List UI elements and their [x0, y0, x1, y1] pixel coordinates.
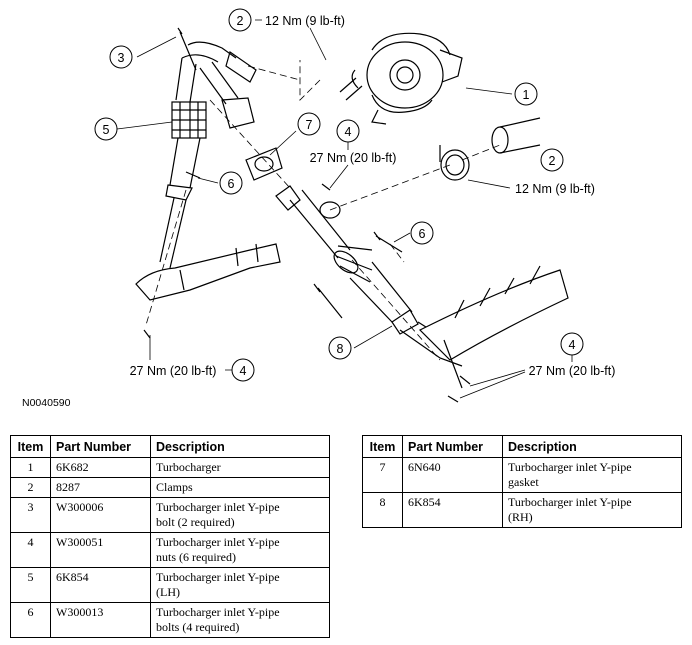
table-row: 1 6K682 Turbocharger — [10, 457, 330, 478]
table-row: 5 6K854 Turbocharger inlet Y-pipe(LH) — [10, 567, 330, 603]
torque-4-left: 27 Nm (20 lb-ft) — [130, 364, 217, 378]
callout-2-right: 2 — [549, 154, 556, 168]
table-row: 8 6K854 Turbocharger inlet Y-pipe(RH) — [362, 492, 682, 528]
header-description: Description — [150, 435, 330, 458]
table-header-row: Item Part Number Description — [10, 435, 330, 458]
gasket-drawing — [245, 147, 341, 219]
torque-2-top: 12 Nm (9 lb-ft) — [265, 14, 345, 28]
desc-line-2: bolt (2 required) — [156, 515, 235, 529]
part-cell: 6K682 — [50, 457, 151, 478]
desc-line-1: Turbocharger inlet Y-pipe — [508, 460, 632, 474]
torque-4-mid: 27 Nm (20 lb-ft) — [310, 151, 397, 165]
parts-table-left: Item Part Number Description 1 6K682 Tur… — [10, 435, 330, 638]
table-row: 2 8287 Clamps — [10, 477, 330, 498]
desc-line-2: bolts (4 required) — [156, 620, 240, 634]
item-cell: 5 — [10, 567, 51, 603]
outlet-pipe-drawing — [439, 117, 541, 181]
y-pipe-rh-drawing — [275, 185, 569, 389]
part-cell: W300013 — [50, 602, 151, 638]
header-part-number: Part Number — [402, 435, 503, 458]
item-cell: 8 — [362, 492, 403, 528]
item-cell: 1 — [10, 457, 51, 478]
callout-6-left: 6 — [228, 177, 235, 191]
desc-cell: Turbocharger inlet Y-pipe(RH) — [502, 492, 682, 528]
header-item: Item — [10, 435, 51, 458]
bolts-drawing — [143, 27, 471, 403]
part-cell: 6K854 — [50, 567, 151, 603]
callout-4-right: 4 — [569, 338, 576, 352]
exploded-parts-diagram: 2 12 Nm (9 lb-ft) 3 1 5 7 4 27 Nm (20 lb… — [94, 8, 616, 403]
header-part-number: Part Number — [50, 435, 151, 458]
desc-line-2: gasket — [508, 475, 539, 489]
torque-2-right: 12 Nm (9 lb-ft) — [515, 182, 595, 196]
y-pipe-lh-drawing — [135, 41, 281, 301]
part-cell: W300051 — [50, 532, 151, 568]
item-cell: 2 — [10, 477, 51, 498]
callout-2-top: 2 — [237, 14, 244, 28]
callout-4-mid: 4 — [345, 125, 352, 139]
item-cell: 4 — [10, 532, 51, 568]
part-cell: W300006 — [50, 497, 151, 533]
item-cell: 6 — [10, 602, 51, 638]
callout-6-right: 6 — [419, 227, 426, 241]
header-description: Description — [502, 435, 682, 458]
callout-3: 3 — [118, 51, 125, 65]
part-cell: 8287 — [50, 477, 151, 498]
desc-line-1: Turbocharger inlet Y-pipe — [156, 605, 280, 619]
desc-line-2: (RH) — [508, 510, 533, 524]
desc-cell: Turbocharger inlet Y-pipe(LH) — [150, 567, 330, 603]
part-cell: 6K854 — [402, 492, 503, 528]
callout-7: 7 — [306, 118, 313, 132]
desc-line-2: (LH) — [156, 585, 180, 599]
callout-8: 8 — [337, 342, 344, 356]
part-cell: 6N640 — [402, 457, 503, 493]
table-header-row: Item Part Number Description — [362, 435, 682, 458]
figure-id: N0040590 — [22, 397, 71, 409]
item-cell: 3 — [10, 497, 51, 533]
parts-table-right: Item Part Number Description 7 6N640 Tur… — [362, 435, 682, 528]
desc-line-1: Turbocharger inlet Y-pipe — [156, 500, 280, 514]
desc-line-1: Turbocharger inlet Y-pipe — [508, 495, 632, 509]
desc-cell: Turbocharger — [150, 457, 330, 478]
callout-1: 1 — [523, 88, 530, 102]
desc-line-2: nuts (6 required) — [156, 550, 236, 564]
desc-line-1: Turbocharger inlet Y-pipe — [156, 535, 280, 549]
callout-4-left: 4 — [240, 364, 247, 378]
turbocharger-drawing — [339, 32, 463, 125]
desc-cell: Clamps — [150, 477, 330, 498]
item-cell: 7 — [362, 457, 403, 493]
torque-4-right: 27 Nm (20 lb-ft) — [529, 364, 616, 378]
desc-line-1: Turbocharger inlet Y-pipe — [156, 570, 280, 584]
callout-5: 5 — [103, 123, 110, 137]
header-item: Item — [362, 435, 403, 458]
